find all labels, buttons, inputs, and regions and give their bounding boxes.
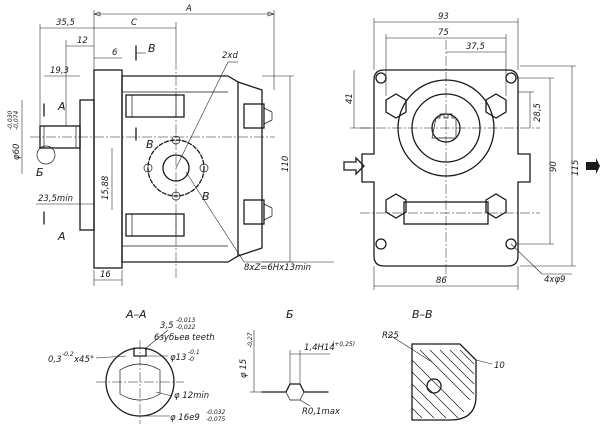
svg-text:(+0,25): (+0,25) <box>332 341 355 348</box>
dim-115-label: 115 <box>571 160 581 176</box>
bolt-hex-tl <box>385 93 407 119</box>
svg-text:-0,022: -0,022 <box>176 324 196 331</box>
dia-13-label: φ13 <box>170 353 186 363</box>
section-hatching <box>411 349 475 419</box>
svg-text:-0,27: -0,27 <box>247 332 254 348</box>
mount-hole-tr <box>505 72 517 84</box>
svg-text:-0,013: -0,013 <box>176 317 196 324</box>
rear-cover <box>237 81 263 257</box>
bolt-hex-tr <box>485 93 507 119</box>
shaft-section-core <box>119 363 161 401</box>
dim-28-5-label: 28,5 <box>533 103 543 122</box>
dim-19-3-label: 19,3 <box>50 66 69 76</box>
svg-text:-0,030: -0,030 <box>7 110 14 130</box>
detail-b-label: Б <box>36 166 44 179</box>
dim-37-5-label: 37,5 <box>466 42 485 52</box>
svg-text:-0,2: -0,2 <box>62 351 74 358</box>
bolt-head-upper <box>243 103 265 129</box>
dim-c-label: C <box>131 18 137 28</box>
svg-text:-0,032: -0,032 <box>206 409 226 416</box>
note-2xd: 2xd <box>222 51 238 61</box>
section-hole <box>426 378 442 394</box>
dim-90-label: 90 <box>549 161 559 172</box>
note-holes: 4xφ9 <box>544 275 565 285</box>
dia-15-label: φ 15 <box>239 359 249 378</box>
dim-93-label: 93 <box>438 12 449 22</box>
dim-overall-label: A <box>185 4 192 14</box>
teeth-label: 6зубьев teeth <box>154 333 215 343</box>
dim-35-5-label: 35,5 <box>56 18 75 28</box>
front-view <box>343 40 600 280</box>
mount-hole-bl <box>375 238 387 250</box>
pump-housing-outline <box>361 69 531 267</box>
dim-6-label: 6 <box>112 48 118 58</box>
detail-b-callout <box>36 145 56 165</box>
key-width-label: 3,5 <box>160 321 174 331</box>
dia-16-label: φ 16e9 <box>170 413 200 423</box>
svg-text:-0,075: -0,075 <box>206 416 226 423</box>
dim-16-label: 16 <box>100 270 111 280</box>
dim-75-label: 75 <box>438 28 449 38</box>
central-bore <box>162 154 190 182</box>
port-upper <box>125 94 185 118</box>
section-b: Б φ 15 -0,27 1,4H14 (+0,25) R0,1max <box>239 308 355 417</box>
dim-110-label: 110 <box>281 156 291 172</box>
section-a-top-label: A <box>57 100 66 113</box>
section-b-top-label: B <box>148 42 156 55</box>
dim-10-label: 10 <box>494 361 505 371</box>
dim-12-label: 12 <box>77 36 88 46</box>
dim-86-label: 86 <box>436 276 447 286</box>
mounting-flange <box>93 69 123 269</box>
bolt-hex-bl <box>385 193 407 219</box>
bolt-head-lower <box>243 199 265 225</box>
dim-41-label: 41 <box>345 93 355 104</box>
svg-text:-0,1: -0,1 <box>188 349 200 356</box>
radius-r25-label: R25 <box>382 331 399 341</box>
front-view-dimensions: 93 75 37,5 41 28,5 90 115 86 4xφ9 <box>345 12 581 290</box>
bolt-circle <box>147 139 205 197</box>
section-vv-title: В–В <box>412 308 433 321</box>
section-vv-body <box>411 343 477 421</box>
svg-text:x45°: x45° <box>73 355 94 365</box>
inlet-arrow-icon <box>343 156 365 176</box>
groove-profile <box>261 383 329 393</box>
section-b-right-label: B <box>202 190 210 203</box>
radius-label: R0,1max <box>302 407 341 417</box>
section-aa: А–А 0,3 -0,2 x45° 3,5 -0,013 -0,022 6зуб… <box>48 308 226 424</box>
dim-15-88-label: 15,88 <box>101 175 111 200</box>
svg-text:-0,074: -0,074 <box>13 110 20 130</box>
outlet-arrow-icon <box>586 158 600 174</box>
section-aa-title: А–А <box>125 308 147 321</box>
section-b-mid-label: B <box>146 138 154 151</box>
svg-text:-0: -0 <box>188 356 194 363</box>
flange-spigot <box>79 99 95 231</box>
note-thread: 8xZ=6Hx13min <box>244 263 311 273</box>
pump-body <box>121 75 239 263</box>
side-view <box>30 45 275 280</box>
chamfer-label: 0,3 <box>48 355 62 365</box>
dia-12-label: φ 12min <box>174 391 209 401</box>
bolt-hex-br <box>485 193 507 219</box>
section-vv: В–В R25 10 <box>382 308 505 421</box>
section-b-title: Б <box>286 308 294 321</box>
side-view-dimensions: A C 35,5 12 6 19,3 φ60 -0,030 -0,074 15,… <box>7 4 334 286</box>
section-a-bottom-label: A <box>57 230 66 243</box>
mount-hole-tl <box>375 72 387 84</box>
dim-shaft-dia-label: φ60 <box>12 144 22 160</box>
dim-14h-label: 1,4H14 <box>304 343 335 353</box>
port-lower <box>125 213 185 237</box>
dim-23-5-label: 23,5min <box>38 194 73 204</box>
